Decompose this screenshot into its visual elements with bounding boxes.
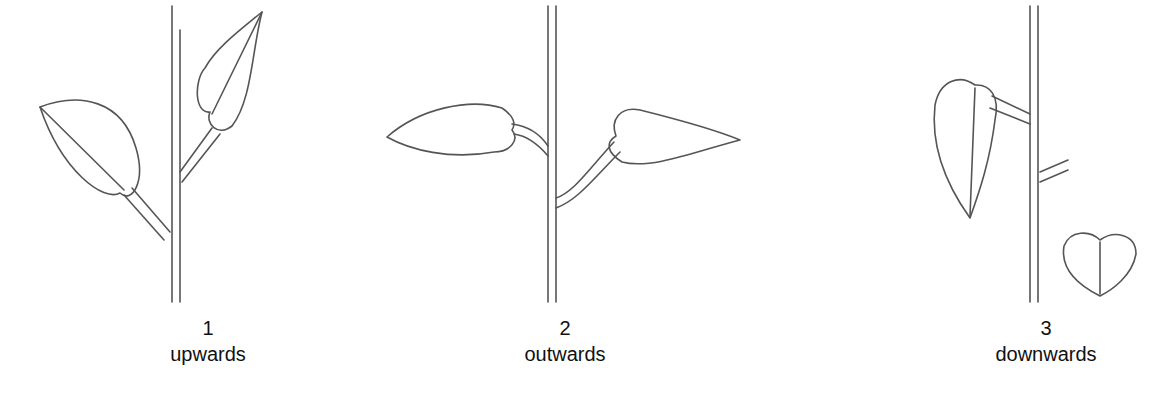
panel-number: 3	[1040, 316, 1051, 340]
orientation-label: upwards	[170, 342, 246, 366]
stem-outwards	[387, 6, 740, 302]
stem-downwards	[934, 6, 1136, 302]
orientation-label: downwards	[995, 342, 1096, 366]
stem-upwards	[40, 6, 262, 302]
panel-number: 2	[559, 316, 570, 340]
panel-number: 1	[202, 316, 213, 340]
orientation-label: outwards	[524, 342, 605, 366]
